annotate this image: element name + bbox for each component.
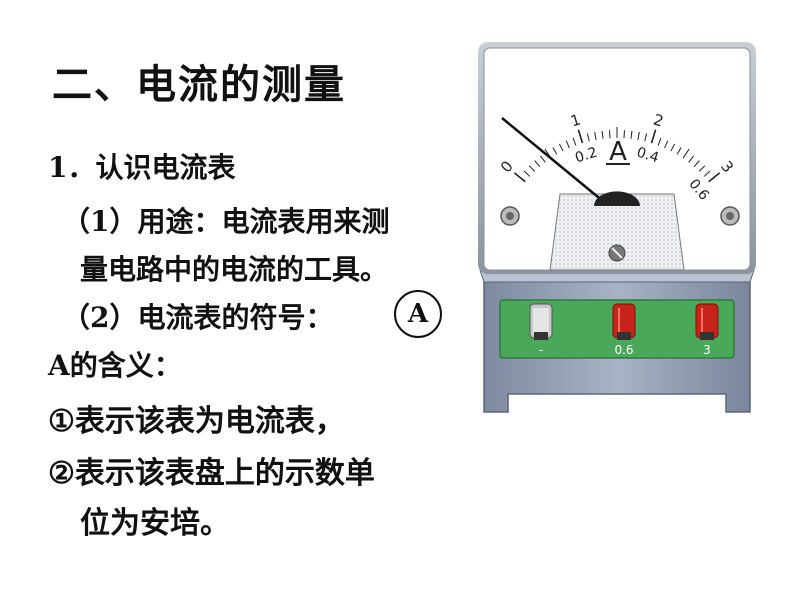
- terminal-3: [695, 303, 719, 340]
- scale-ticks: [513, 127, 721, 183]
- scale-tick: [688, 155, 694, 163]
- point-1: ①表示该表为电流表，: [48, 396, 345, 440]
- ammeter-symbol: A: [394, 290, 442, 338]
- meter-needle: [501, 117, 605, 203]
- scale-tick: [670, 143, 676, 152]
- point-2-emphasis: 表示: [74, 456, 135, 491]
- usage-text-line-2: 量电路中的电流的工具。: [80, 253, 389, 286]
- terminal-negative: [529, 303, 553, 340]
- meaning-label: A的含义：: [48, 349, 182, 382]
- dial-unit-label: A: [609, 137, 627, 167]
- scale-tick: [693, 160, 700, 168]
- usage-text-line-1: （1）用途：电流表用来测: [62, 205, 390, 238]
- scale-tick: [637, 131, 640, 140]
- ammeter-symbol-letter: A: [407, 299, 429, 329]
- scale-tick: [552, 147, 558, 155]
- section-heading: 1．认识电流表: [48, 151, 236, 184]
- lower-scale-label: 0.4: [635, 145, 661, 167]
- scale-tick: [523, 170, 531, 177]
- scale-tick: [540, 155, 546, 163]
- scale-tick: [630, 130, 633, 139]
- point-1-emphasis: 表示: [74, 404, 135, 439]
- slide-title: 二、电流的测量: [52, 62, 346, 108]
- point-2-continuation: 位为安培。: [80, 506, 230, 541]
- terminal-0-6: [612, 303, 636, 340]
- scale-tick: [534, 160, 541, 168]
- point-2: ②表示该表盘上的示数单: [48, 448, 375, 492]
- scale-tick: [682, 148, 690, 159]
- needle-pivot-cap: [594, 191, 640, 206]
- scale-tick: [708, 172, 721, 183]
- scale-tick: [586, 133, 590, 142]
- point-1-marker: ①: [48, 404, 75, 439]
- point-2-marker: ②: [48, 456, 75, 491]
- scale-tick: [703, 170, 711, 177]
- scale-tick: [657, 137, 662, 146]
- scale-tick: [664, 140, 669, 149]
- pivot-housing: [549, 193, 685, 271]
- scale-tick: [577, 129, 584, 144]
- symbol-text: （2）电流表的符号：: [62, 301, 334, 334]
- scale-tick: [572, 137, 577, 146]
- terminal-label-0-6: 0.6: [614, 343, 633, 357]
- point-2-text: 该表盘上的示数单: [134, 456, 375, 491]
- scale-tick: [644, 133, 648, 142]
- scale-tick: [528, 165, 536, 172]
- scale-tick: [676, 147, 682, 155]
- scale-tick: [601, 130, 604, 139]
- lower-scale-label: 0.2: [573, 145, 599, 167]
- scale-tick: [594, 131, 597, 140]
- scale-tick: [558, 143, 564, 152]
- scale-tick: [698, 165, 706, 172]
- point-1-text: 该表为电流表，: [134, 404, 345, 439]
- terminal-label-negative: -: [539, 343, 543, 357]
- scale-tick: [513, 172, 526, 183]
- terminal-label-3: 3: [703, 343, 711, 357]
- scale-tick: [565, 140, 570, 149]
- scale-tick: [650, 129, 657, 144]
